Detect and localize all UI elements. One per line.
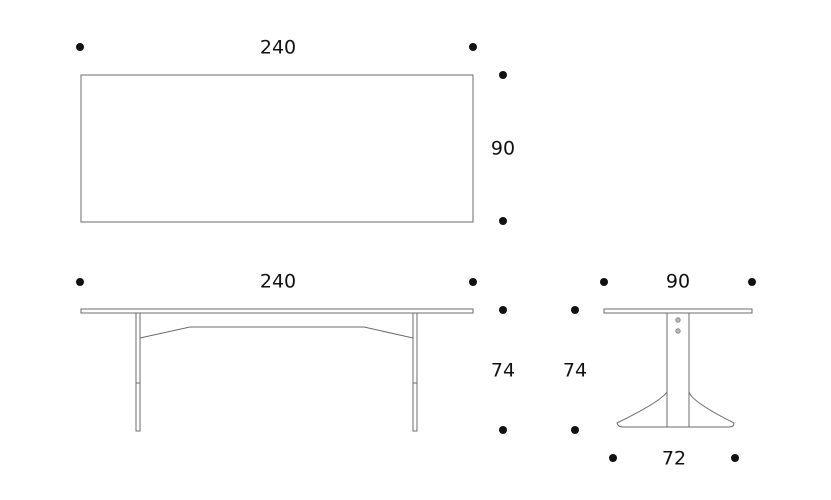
end-height-dot-bottom — [571, 426, 579, 434]
end-view-width-label: 90 — [665, 270, 691, 293]
side-length-dot-right — [469, 278, 477, 286]
side-height-dot-top — [499, 306, 507, 314]
side-view-apron — [139, 313, 414, 339]
top-length-dot-right — [469, 43, 477, 51]
top-view-tabletop — [80, 74, 474, 223]
end-view-bolt-bottom — [675, 328, 681, 334]
end-view-tabletop — [603, 308, 753, 314]
side-view-height-label: 74 — [490, 359, 516, 382]
top-view-width-label: 90 — [490, 137, 516, 160]
end-view-table — [603, 308, 753, 428]
end-view-pedestal — [616, 312, 735, 428]
top-width-dot-bottom — [499, 217, 507, 225]
side-view-table — [80, 308, 474, 432]
side-view-tabletop — [80, 308, 474, 314]
end-view-base-label: 72 — [661, 447, 687, 470]
top-length-dot-left — [76, 43, 84, 51]
end-width-dot-right — [748, 278, 756, 286]
end-base-dot-right — [731, 454, 739, 462]
side-view-length-label: 240 — [259, 270, 297, 293]
side-view-leg-right — [412, 312, 418, 432]
end-view-bolt-top — [675, 317, 681, 323]
top-width-dot-top — [499, 71, 507, 79]
end-view-height-label: 74 — [562, 359, 588, 382]
dimension-dots — [76, 43, 756, 462]
side-view-leg-left — [135, 312, 141, 432]
side-height-dot-bottom — [499, 426, 507, 434]
top-view-length-label: 240 — [259, 36, 297, 59]
end-base-dot-left — [609, 454, 617, 462]
end-width-dot-left — [600, 278, 608, 286]
side-length-dot-left — [76, 278, 84, 286]
end-height-dot-top — [571, 306, 579, 314]
